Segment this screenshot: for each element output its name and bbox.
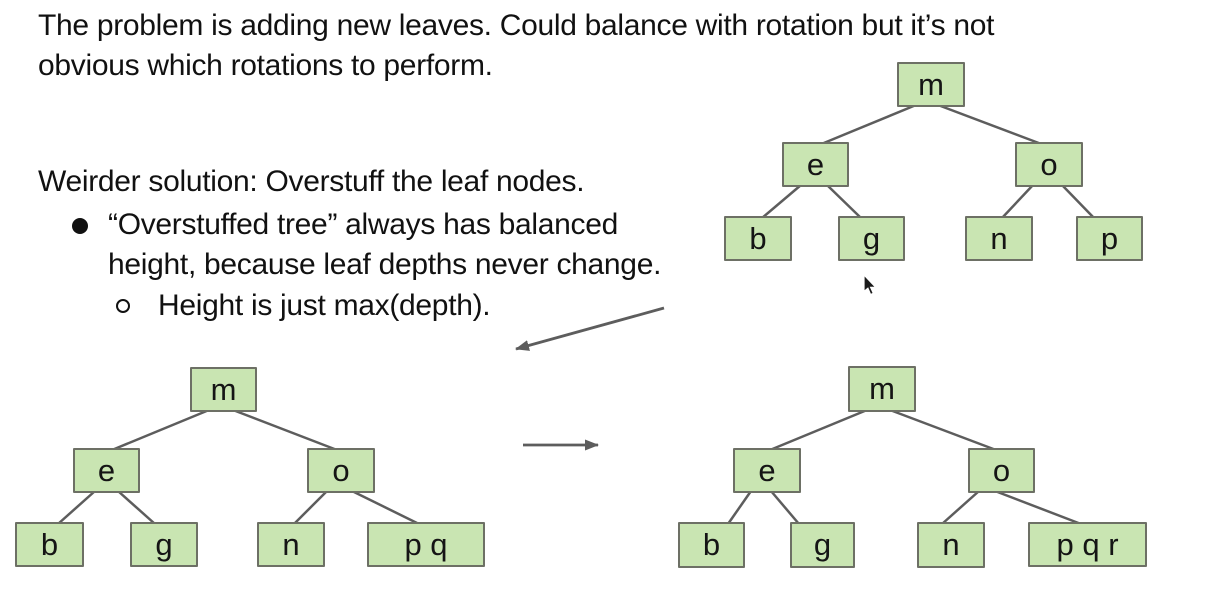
tree-original-node-n: n [965,216,1033,261]
tree-pqr-node-n: n [917,522,985,568]
tree-original-node-e: e [782,142,849,187]
edges-tree-overstuffed-pq [57,408,420,526]
tree-pq-node-n: n [257,522,325,567]
tree-pqr-node-o: o [968,448,1035,493]
tree-original-node-g: g [838,216,905,261]
tree-pq-node-pq: p q [367,522,485,567]
tree-pq-node-g: g [130,522,198,567]
tree-pqr-node-g: g [790,522,855,568]
tree-original-node-o: o [1015,142,1083,187]
sub-bullet-text: Height is just max(depth). [158,289,491,322]
tree-original-node-b: b [724,216,792,261]
tree-original-node-m: m [897,62,965,107]
transform-arrow-icon [515,306,665,351]
tree-pq-node-b: b [15,522,84,567]
tree-pqr-node-e: e [733,448,801,493]
sub-bullet-marker [116,299,130,313]
tree-pq-node-m: m [190,367,257,412]
tree-pq-node-e: e [73,448,140,493]
tree-pqr-node-b: b [678,522,745,568]
mouse-cursor-icon [863,273,878,296]
edges-tree-original [761,103,1095,219]
tree-pqr-node-m: m [848,366,916,412]
edges-tree-overstuffed-pqr [726,408,1082,526]
intro-text: The problem is adding new leaves. Could … [38,9,995,82]
tree-pqr-node-pqr: p q r [1028,522,1147,567]
bullet-marker [72,218,88,234]
bullet-text: “Overstuffed tree” always has balanced h… [108,208,662,281]
tree-original-node-p: p [1076,216,1143,261]
tree-pq-node-o: o [307,448,375,493]
solution-heading: Weirder solution: Overstuff the leaf nod… [38,165,585,198]
